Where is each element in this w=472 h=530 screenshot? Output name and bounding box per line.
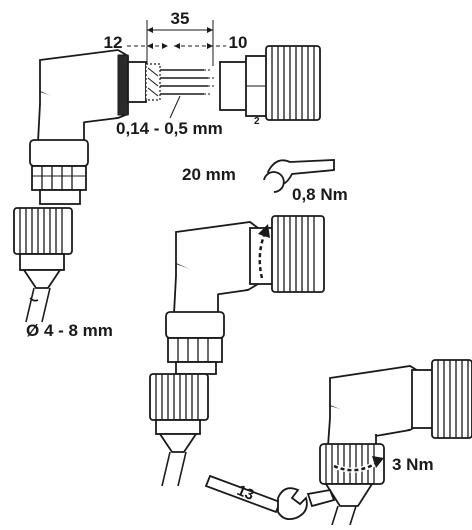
wire-cross-section-superscript: 2	[254, 116, 260, 127]
step-1-strip-assembly: 35 12 10	[13, 9, 321, 340]
angled-connector-icon	[13, 49, 129, 323]
spanner-icon	[263, 159, 335, 193]
wrench-size-label: 13	[235, 482, 257, 504]
angled-connector-icon	[319, 359, 472, 526]
rotation-arrow-icon	[332, 456, 384, 473]
rotation-arrow-icon	[257, 224, 270, 279]
wire-strands-icon	[127, 61, 214, 119]
dimension-10-label: 10	[229, 33, 248, 52]
dimension-12: 12	[104, 33, 168, 52]
spanner-size-label: 20 mm	[182, 165, 236, 184]
step-2-torque-coupling: 20 mm 0,8 Nm	[149, 159, 348, 487]
dimension-10: 10	[174, 33, 247, 52]
wire-cross-section-label: 0,14 - 0,5 mm	[116, 119, 223, 138]
dimension-35: 35	[146, 9, 214, 66]
coupling-nut-icon	[219, 45, 321, 121]
torque-2-label: 3 Nm	[392, 455, 434, 474]
dimension-12-label: 12	[104, 33, 123, 52]
wrench-icon	[204, 474, 336, 521]
dimension-35-label: 35	[171, 9, 190, 28]
torque-1-label: 0,8 Nm	[292, 185, 348, 204]
step-3-torque-gland: 3 Nm 13	[204, 359, 472, 526]
cable-diameter-label: Ø 4 - 8 mm	[26, 321, 113, 340]
angled-connector-icon	[149, 215, 325, 487]
